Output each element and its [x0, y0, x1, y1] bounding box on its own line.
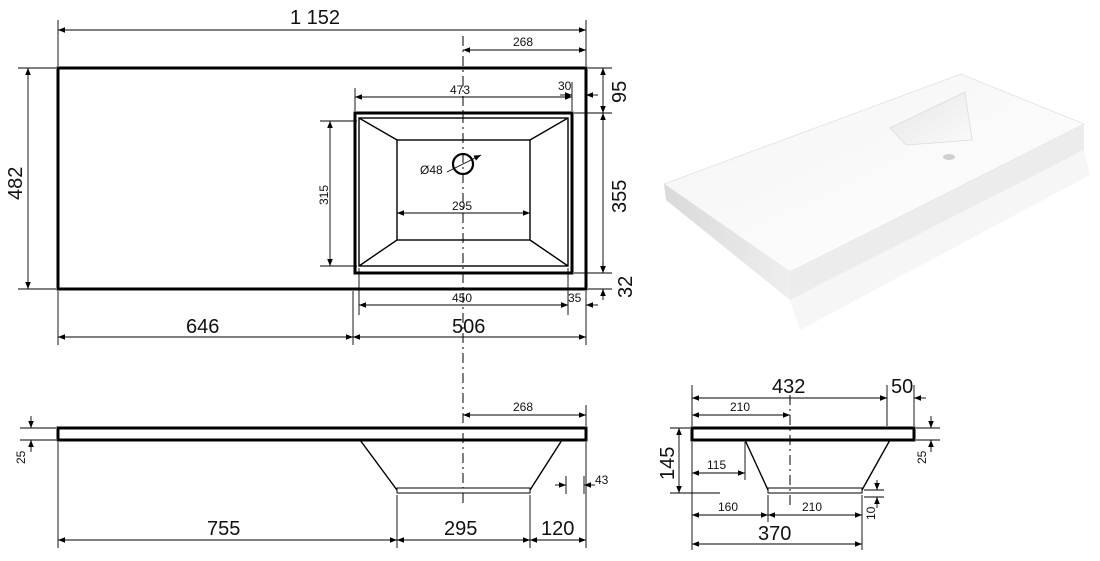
- front-view: 268 25 43 755 295 120: [14, 400, 609, 548]
- bowl-taper-43-label: 43: [595, 473, 609, 487]
- side-view: 432 50 210 25 145 115 10 160: [657, 376, 940, 550]
- right-120-label: 120: [541, 518, 574, 540]
- front-slab: [56, 426, 588, 442]
- basin-depth-355-label: 355: [609, 180, 631, 213]
- back-lip-50-label: 50: [891, 376, 913, 398]
- left-section-646-label: 646: [186, 316, 219, 338]
- render-drain: [943, 154, 955, 160]
- bowl-295-label: 295: [444, 518, 477, 540]
- render-side-edge: [790, 124, 1084, 300]
- render-front-edge: [664, 184, 790, 300]
- rim-35-label: 35: [568, 291, 582, 305]
- axis-210-label: 210: [730, 400, 750, 414]
- side-bowl-base: [767, 487, 863, 494]
- bowl-bottom-210-label: 210: [802, 500, 822, 514]
- top-view: Ø48 1 152 268 473 30 95 355 32 48: [5, 7, 637, 505]
- left-755-label: 755: [207, 518, 240, 540]
- basin-front-450-label: 450: [452, 291, 472, 305]
- side-slab-25-label: 25: [915, 450, 929, 464]
- basin-bottom-295-label: 295: [452, 199, 472, 213]
- basin-width-473-label: 473: [450, 83, 470, 97]
- overall-width-label: 1 152: [290, 7, 340, 29]
- front-bowl-base: [396, 487, 531, 494]
- front-margin-32-label: 32: [615, 276, 637, 298]
- rim-30-label: 30: [558, 79, 572, 93]
- drain-diameter-label: Ø48: [420, 163, 443, 177]
- product-render: [663, 73, 1090, 330]
- top-offset-268-label: 268: [513, 35, 533, 49]
- bowl-span-370-label: 370: [758, 523, 791, 545]
- right-section-506-label: 506: [452, 316, 485, 338]
- side-slab: [690, 426, 916, 442]
- front-slab-25-label: 25: [14, 450, 28, 464]
- overall-depth-482-label: 482: [5, 167, 27, 200]
- front-offset-268-label: 268: [513, 400, 533, 414]
- total-height-145-label: 145: [657, 447, 679, 480]
- basin-inner-315-label: 315: [317, 185, 331, 205]
- render-basin: [889, 91, 973, 146]
- front-bowl: [359, 439, 563, 491]
- side-depth-432-label: 432: [772, 376, 805, 398]
- bowl-offset-115-label: 115: [707, 458, 726, 472]
- side-bowl: [744, 439, 891, 491]
- vanity-top-outline: [56, 66, 588, 291]
- top-margin-95-label: 95: [609, 81, 631, 103]
- bottom-step-10-label: 10: [864, 506, 878, 520]
- front-to-bowl-160-label: 160: [718, 500, 738, 514]
